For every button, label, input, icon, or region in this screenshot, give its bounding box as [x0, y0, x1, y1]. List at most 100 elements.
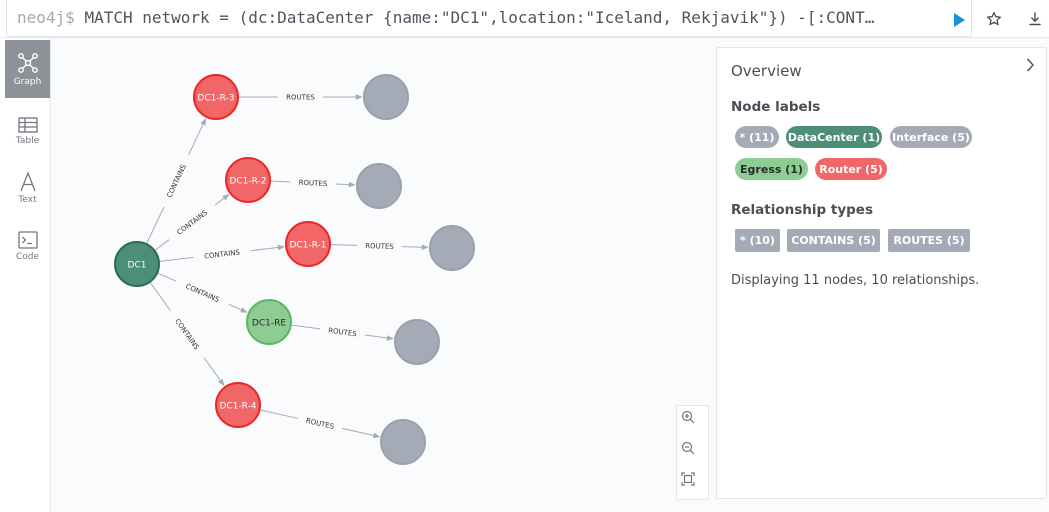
relationship-label: ROUTES [328, 327, 358, 339]
relationship-arrow[interactable] [402, 244, 429, 250]
relationship-label: ROUTES [298, 179, 328, 188]
relationship-arrow[interactable] [203, 357, 225, 387]
relationship-arrow[interactable] [228, 303, 248, 313]
relationship-line[interactable] [330, 244, 357, 246]
fit-screen-icon [681, 472, 695, 486]
node-labels-heading: Node labels [731, 99, 821, 115]
node-dc1[interactable]: DC1 [114, 241, 160, 287]
node-circle[interactable] [193, 74, 239, 120]
view-text-button[interactable]: Text [5, 159, 50, 217]
view-graph-button[interactable]: Graph [5, 40, 50, 98]
relationship-arrow[interactable] [341, 427, 381, 439]
relationship-arrow[interactable] [214, 194, 230, 206]
node-interface[interactable] [356, 163, 402, 209]
text-icon [19, 171, 36, 191]
relationship-routes-re-ie[interactable]: ROUTES [291, 324, 394, 341]
chevron-right-icon [1026, 58, 1034, 72]
relationship-type-all[interactable]: * (10) [735, 229, 780, 252]
node-dc1-r-3[interactable]: DC1-R-3 [193, 74, 239, 120]
query-editor[interactable]: neo4j$ MATCH network = (dc:DataCenter {n… [6, 0, 972, 37]
play-icon [954, 13, 965, 27]
relationship-line[interactable] [157, 272, 177, 282]
relationship-line[interactable] [155, 239, 170, 251]
relationship-type-routes[interactable]: ROUTES (5) [888, 229, 970, 252]
relationship-line[interactable] [291, 324, 321, 330]
relationship-arrow[interactable] [250, 244, 285, 252]
relationship-line[interactable] [159, 256, 194, 262]
favorite-button[interactable] [983, 8, 1005, 30]
relationship-routes-r2-i2[interactable]: ROUTES [270, 179, 356, 188]
node-circle[interactable] [246, 299, 292, 345]
node-label-all[interactable]: * (11) [735, 126, 779, 148]
node-circle[interactable] [380, 419, 426, 465]
relationship-type-contains[interactable]: CONTAINS (5) [787, 229, 880, 252]
relationship-line[interactable] [146, 206, 165, 244]
star-icon [986, 11, 1002, 26]
node-label-router[interactable]: Router (5) [815, 158, 887, 180]
node-caption: DC1-R-3 [197, 94, 234, 104]
run-button[interactable] [947, 9, 971, 31]
node-dc1-r-1[interactable]: DC1-R-1 [285, 221, 331, 267]
node-circle[interactable] [215, 382, 261, 428]
relationship-line[interactable] [270, 180, 291, 183]
zoom-out-button[interactable] [681, 441, 705, 465]
fit-screen-button[interactable] [681, 472, 705, 496]
node-circle[interactable] [363, 74, 409, 120]
query-statement[interactable]: MATCH network = (dc:DataCenter {name:"DC… [84, 8, 875, 27]
node-interface[interactable] [380, 419, 426, 465]
relationship-contains-dc1-r1[interactable]: CONTAINS [159, 244, 285, 262]
view-code-label: Code [15, 251, 40, 262]
node-circle[interactable] [356, 163, 402, 209]
relationship-contains-dc1-r2[interactable]: CONTAINS [155, 194, 230, 251]
node-interface[interactable] [429, 225, 475, 271]
relationship-label: ROUTES [365, 242, 394, 251]
node-caption: DC1-R-4 [219, 402, 256, 412]
view-switcher: Graph Table Text Code [0, 38, 51, 512]
relationship-label: CONTAINS [184, 282, 221, 304]
relationship-line[interactable] [149, 282, 171, 311]
node-circle[interactable] [429, 225, 475, 271]
node-circle[interactable] [285, 221, 331, 267]
relationship-label: ROUTES [286, 94, 315, 102]
relationship-routes-r1-i1[interactable]: ROUTES [330, 242, 429, 251]
query-prompt: neo4j$ [17, 8, 75, 27]
node-circle[interactable] [394, 319, 440, 365]
download-button[interactable] [1024, 8, 1046, 30]
query-text[interactable]: neo4j$ MATCH network = (dc:DataCenter {n… [17, 8, 937, 27]
node-interface[interactable] [363, 74, 409, 120]
relationship-label: ROUTES [305, 417, 335, 431]
graph-visualization[interactable]: CONTAINS CONTAINS CONTAINS CONTAINS CONTAINS… [51, 38, 1049, 512]
zoom-in-icon [681, 410, 695, 424]
node-dc1-r-2[interactable]: DC1-R-2 [225, 157, 271, 203]
zoom-in-button[interactable] [681, 410, 705, 434]
zoom-controls [676, 405, 709, 500]
relationship-arrow[interactable] [335, 181, 356, 188]
view-text-label: Text [18, 194, 37, 205]
relationship-label: CONTAINS [176, 208, 210, 236]
node-caption: DC1-RE [252, 319, 286, 329]
node-label-interface[interactable]: Interface (5) [890, 126, 972, 148]
node-dc1-r-4[interactable]: DC1-R-4 [215, 382, 261, 428]
relationship-label: CONTAINS [173, 317, 201, 351]
relationship-arrow[interactable] [188, 118, 207, 156]
relationship-line[interactable] [260, 409, 299, 419]
relationship-routes-r4-i4[interactable]: ROUTES [260, 409, 381, 439]
node-circle[interactable] [225, 157, 271, 203]
query-bar: neo4j$ MATCH network = (dc:DataCenter {n… [0, 0, 1049, 38]
node-interface[interactable] [394, 319, 440, 365]
node-circle[interactable] [114, 241, 160, 287]
node-dc1-re[interactable]: DC1-RE [246, 299, 292, 345]
overview-title: Overview [731, 62, 802, 80]
code-icon [17, 230, 38, 249]
collapse-overview-button[interactable] [1022, 57, 1038, 73]
view-code-button[interactable]: Code [5, 217, 50, 275]
relationship-contains-dc1-r3[interactable]: CONTAINS [146, 118, 207, 244]
table-icon [17, 116, 38, 133]
relationship-arrow[interactable] [364, 334, 394, 341]
graph-icon [17, 52, 38, 73]
node-label-datacenter[interactable]: DataCenter (1) [786, 126, 882, 148]
node-label-egress[interactable]: Egress (1) [735, 158, 808, 180]
view-table-button[interactable]: Table [5, 102, 50, 160]
relationship-contains-dc1-re[interactable]: CONTAINS [157, 272, 248, 313]
relationship-routes-r3-i3[interactable]: ROUTES [239, 94, 363, 102]
